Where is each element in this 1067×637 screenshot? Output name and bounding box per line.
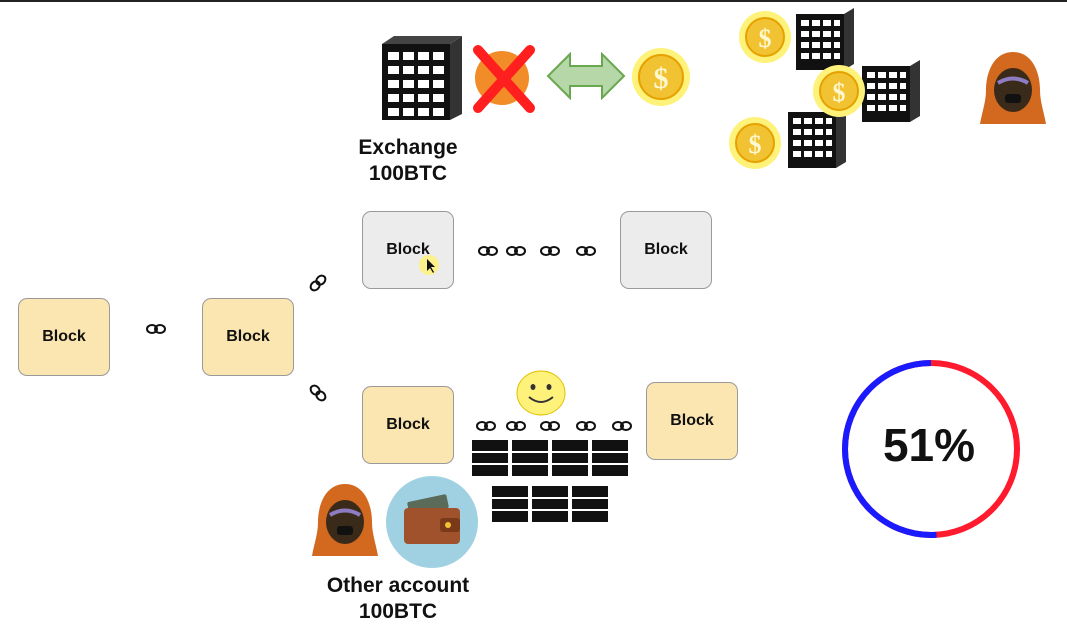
exchange-caption: Exchange 100BTC [340, 135, 476, 187]
block-5: Block [362, 386, 454, 464]
block-1: Block [18, 298, 110, 376]
server-farm-icon [472, 440, 628, 522]
other-account-label: Other account [326, 574, 470, 597]
cursor-icon [419, 255, 439, 275]
other-account-caption: Other account 100BTC [318, 573, 478, 625]
building-icon [796, 8, 854, 70]
svg-text:$: $ [654, 62, 669, 95]
chain-link-icon [309, 384, 327, 402]
chain-link-icon [576, 246, 596, 256]
chain-link-icon [478, 246, 498, 256]
dollar-coin-icon: $ [739, 11, 791, 63]
ring-blue-arc [842, 360, 1020, 538]
chain-link-icon [506, 421, 526, 431]
hacker-icon [312, 484, 378, 556]
consensus-percent: 51% [882, 419, 976, 471]
wallet-icon [386, 476, 478, 568]
chain-link-icon [576, 421, 596, 431]
other-account-amount: 100BTC [358, 600, 438, 623]
chain-link-icon [476, 421, 496, 431]
hacker-icon [980, 52, 1046, 124]
dollar-coin-icon: $ [813, 65, 865, 117]
chain-link-icon [506, 246, 526, 256]
chain-link-icon [540, 246, 560, 256]
block-3: Block [362, 211, 454, 289]
dollar-coin-icon: $ [632, 48, 690, 106]
smiley-icon [516, 370, 566, 416]
dollar-coin-icon: $ [729, 117, 781, 169]
svg-text:$: $ [749, 130, 762, 159]
chain-link-icon [540, 421, 560, 431]
chain-link-icon [612, 421, 632, 431]
svg-text:$: $ [759, 24, 772, 53]
block-2: Block [202, 298, 294, 376]
exchange-arrow-icon [546, 52, 626, 100]
block-6: Block [646, 382, 738, 460]
exchange-amount: 100BTC [368, 162, 448, 185]
building-icon [788, 106, 846, 168]
exchange-building-icon [382, 36, 462, 120]
block-4: Block [620, 211, 712, 289]
consensus-ring [842, 360, 1020, 538]
chain-link-icon [146, 324, 166, 334]
building-icon [862, 60, 920, 122]
bitcoin-cross-icon [473, 45, 535, 113]
chain-link-icon [309, 274, 327, 292]
exchange-label: Exchange [358, 136, 458, 159]
top-border [0, 0, 1067, 2]
svg-text:$: $ [833, 78, 846, 107]
